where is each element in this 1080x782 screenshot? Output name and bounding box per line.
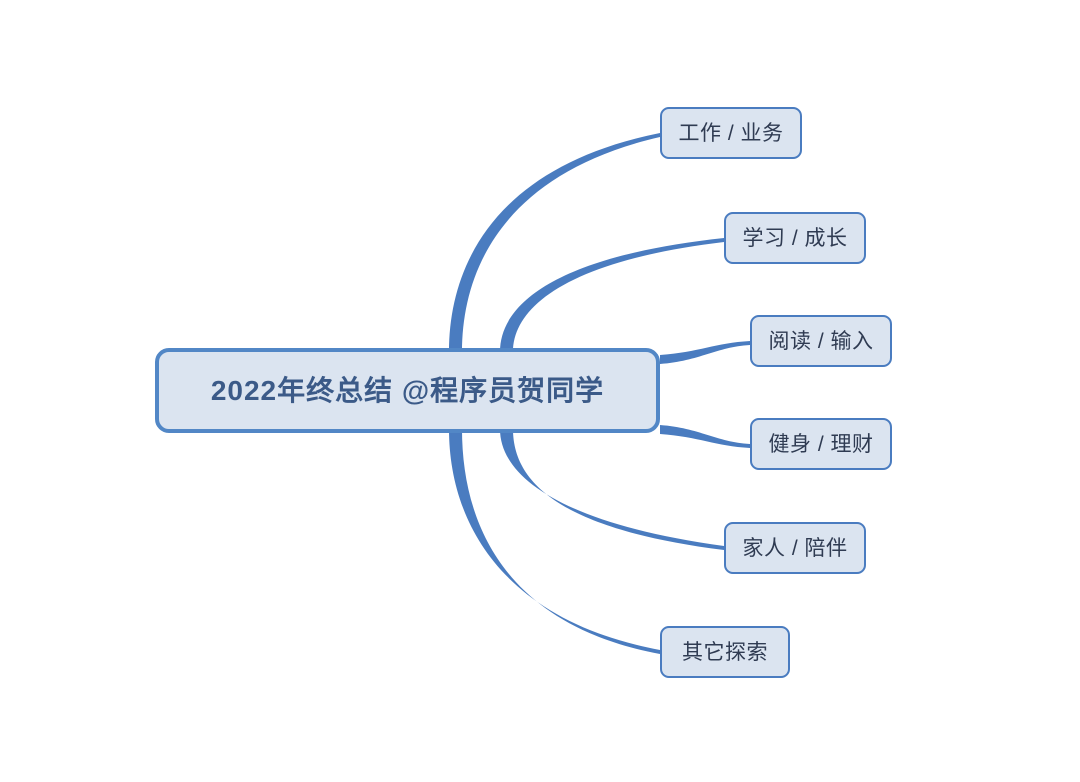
- central-node-label: 2022年终总结 @程序员贺同学: [210, 374, 605, 406]
- branch-node-label: 学习 / 成长: [742, 226, 848, 250]
- branch-node-work[interactable]: 工作 / 业务: [660, 107, 802, 159]
- branch-node-label: 其它探索: [682, 640, 768, 664]
- edge-to-other: [449, 429, 660, 654]
- edge-to-reading: [660, 341, 750, 364]
- edge-to-study: [500, 238, 724, 352]
- branch-node-label: 工作 / 业务: [678, 121, 784, 145]
- central-node[interactable]: 2022年终总结 @程序员贺同学: [155, 348, 660, 433]
- branch-node-reading[interactable]: 阅读 / 输入: [750, 315, 892, 367]
- edge-to-fitness: [660, 425, 750, 448]
- branch-node-family[interactable]: 家人 / 陪伴: [724, 522, 866, 574]
- edge-to-work: [449, 133, 660, 352]
- branch-node-other[interactable]: 其它探索: [660, 626, 790, 678]
- branch-node-fitness[interactable]: 健身 / 理财: [750, 418, 892, 470]
- branch-node-study[interactable]: 学习 / 成长: [724, 212, 866, 264]
- branch-node-label: 健身 / 理财: [768, 432, 874, 456]
- branch-node-label: 家人 / 陪伴: [742, 536, 848, 560]
- branch-node-label: 阅读 / 输入: [768, 329, 874, 353]
- edge-to-family: [500, 429, 724, 550]
